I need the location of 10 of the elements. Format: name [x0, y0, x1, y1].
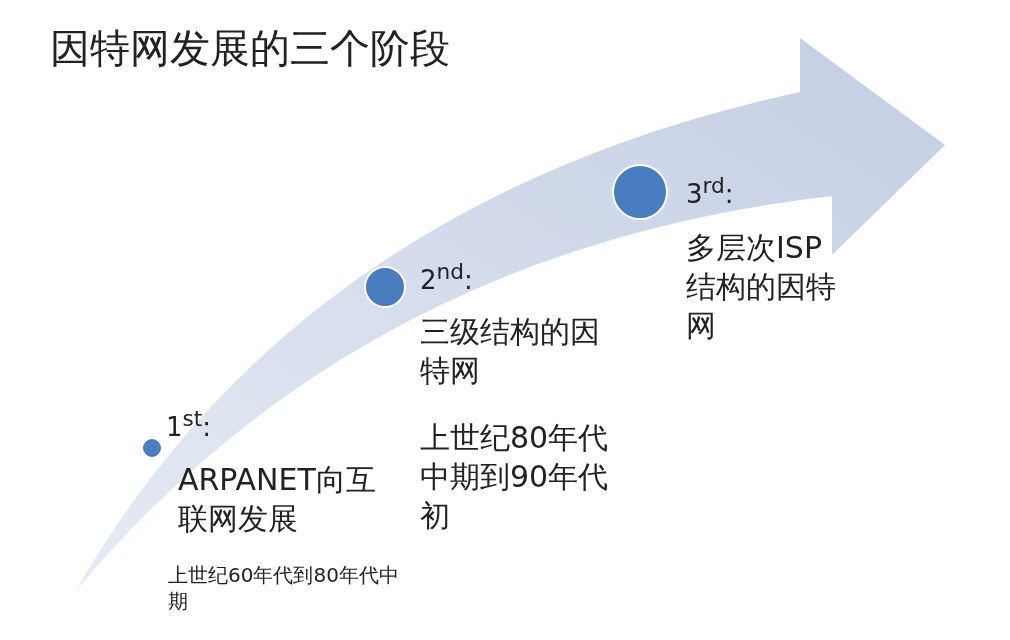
- stage-title: 多层次ISP结构的因特网: [686, 229, 837, 345]
- stage-period: 上世纪60年代到80年代中期: [168, 562, 400, 614]
- stage-number: 1$^{st}$:: [166, 405, 213, 444]
- stage-period: 上世纪80年代中期到90年代初: [420, 419, 610, 535]
- stage-title: ARPANET向互联网发展: [178, 461, 377, 538]
- stage-title: 三级结构的因特网: [420, 313, 601, 390]
- title: 因特网发展的三个阶段: [50, 24, 450, 73]
- stage-number: 3$^{rd}$:: [686, 172, 735, 211]
- stage-number: 2$^{nd}$:: [420, 258, 474, 297]
- stage-dot: [141, 437, 163, 459]
